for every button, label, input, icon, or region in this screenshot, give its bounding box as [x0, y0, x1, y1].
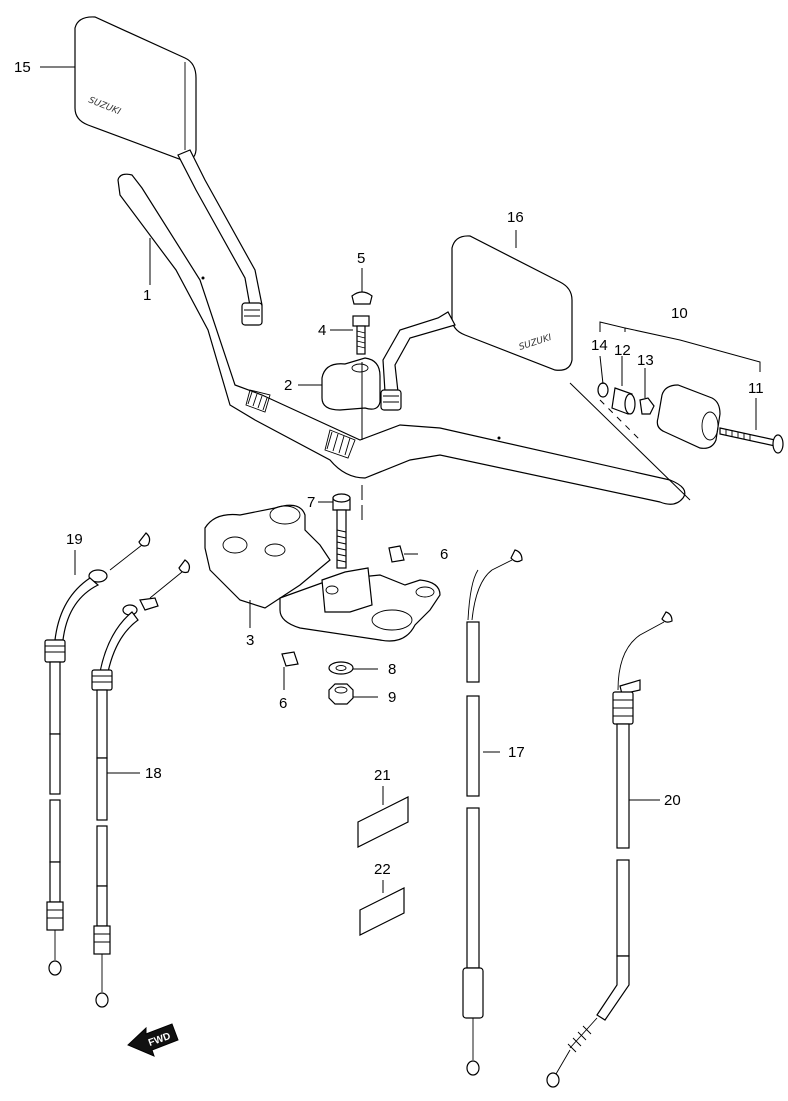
label-3: 3: [246, 632, 254, 649]
label-8: 8: [388, 661, 396, 678]
spacer-14: [597, 382, 609, 398]
washer-8: [328, 661, 354, 675]
label-1: 1: [143, 287, 151, 304]
label-22: [359, 887, 405, 936]
label-6-lower: 6: [279, 695, 287, 712]
label-6-upper: 6: [440, 546, 448, 563]
mirror-15: SUZUKI: [74, 16, 263, 326]
fwd-arrow-icon: FWD: [127, 1023, 179, 1057]
nut-13: [639, 397, 655, 415]
handlebar-1: [117, 173, 686, 505]
screw-11: [719, 427, 784, 454]
label-21: 21: [374, 767, 391, 784]
nut-9: [328, 683, 354, 705]
label-12: 12: [614, 342, 631, 359]
label-16: 16: [507, 209, 524, 226]
holder-2: [321, 357, 381, 411]
label-2: 2: [284, 377, 292, 394]
mirror-16: SUZUKI: [380, 235, 573, 411]
label-10: 10: [671, 305, 688, 322]
bolt-7: [332, 493, 351, 569]
label-11: 11: [748, 380, 764, 397]
cushion-6-upper: [388, 545, 405, 563]
label-7: 7: [307, 494, 315, 511]
label-21: [357, 796, 409, 848]
cable-19: [44, 532, 151, 976]
part-number-labels: 15 1 2 3 4 5 6 6 7 8 9 10 11 12 13 14 16…: [14, 59, 764, 878]
label-19: 19: [66, 531, 83, 548]
label-17: 17: [508, 744, 525, 761]
sleeve-12: [611, 387, 636, 415]
cable-20: [546, 611, 673, 1088]
cap-5: [351, 291, 373, 305]
holder-3: [204, 504, 441, 642]
cable-18: [91, 559, 191, 1008]
label-20: 20: [664, 792, 681, 809]
cable-17: [462, 549, 523, 1076]
label-13: 13: [637, 352, 654, 369]
label-22: 22: [374, 861, 391, 878]
label-9: 9: [388, 689, 396, 706]
label-14: 14: [591, 337, 608, 354]
cushion-6-lower: [281, 651, 299, 667]
label-18: 18: [145, 765, 162, 782]
label-5: 5: [357, 250, 365, 267]
bolt-4: [352, 315, 370, 355]
balancer-weight: [656, 384, 721, 449]
leader-lines: [40, 66, 757, 893]
label-4: 4: [318, 322, 326, 339]
balancer-assembly: [569, 321, 784, 501]
label-15: 15: [14, 59, 31, 76]
